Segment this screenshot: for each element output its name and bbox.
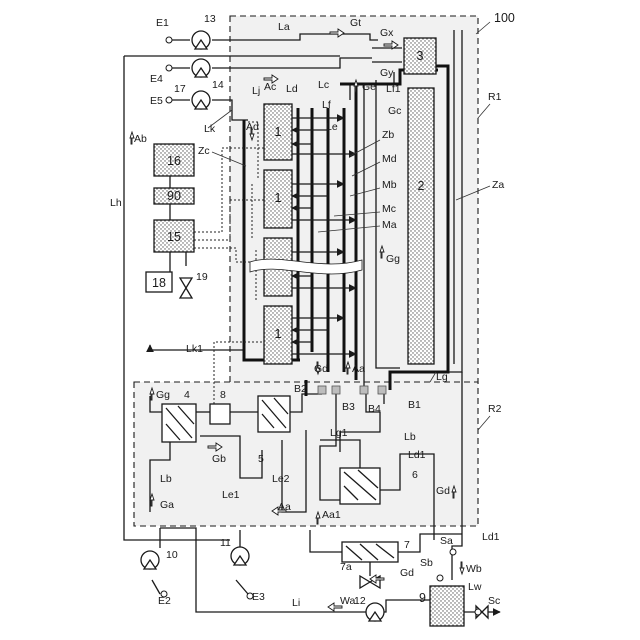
label-mc: Mc [382,203,396,215]
label-aa2: Aa [278,501,291,513]
label-le: Le [326,121,338,133]
label-ctrl15: 15 [167,230,181,244]
label-li: Li [292,597,300,609]
label-gy: Gy [380,67,394,79]
label-lb2: Lb [160,473,172,485]
label-la: La [278,21,290,33]
label-lb: Lb [404,431,416,443]
label-mb: Mb [382,179,397,191]
label-tank: 9 [419,591,426,605]
label-unit17: 17 [174,83,186,95]
label-wb: Wb [466,563,482,575]
label-p11: 11 [220,537,231,549]
label-gd: Gd [314,363,328,375]
label-gd3: Gd [400,567,414,579]
control-boxes: 16 90 15 18 [146,144,194,298]
label-p14: 14 [212,79,224,91]
label-combustor: 3 [417,49,424,63]
sensor-b3 [332,386,340,394]
label-p13: 13 [204,13,216,25]
sensor-b4 [360,386,368,394]
sensor-b1 [378,386,386,394]
label-ab: Ab [134,133,147,145]
label-aa: Aa [352,363,365,375]
sensor-sb [437,575,443,581]
label-lk: Lk [204,123,216,135]
label-1: R2 [488,403,502,415]
sensor-sc [475,609,481,615]
valve-19 [180,278,192,298]
label-p10: 10 [166,549,178,561]
label-e5: E5 [150,95,163,107]
label-b3: B3 [342,401,355,413]
label-md: Md [382,153,397,165]
label-ld: Ld [286,83,298,95]
label-zb: Zb [382,129,394,141]
label-valve7a: 7a [340,561,352,573]
label-sb: Sb [420,557,433,569]
label-e4: E4 [150,73,163,85]
label-b1: B1 [408,399,421,411]
label-gg: Gg [386,253,400,265]
label-aa1: Aa1 [322,509,341,521]
label-reformer: 2 [418,179,425,193]
label-b4: B4 [368,403,381,415]
label-sa: Sa [440,535,453,547]
label-lh: Lh [110,197,122,209]
label-ma: Ma [382,219,397,231]
tank-9 [430,586,464,626]
label-hx7: 7 [404,539,410,551]
label-lk1: Lk1 [186,343,203,355]
label-le2: Le2 [272,473,290,485]
label-ad: Ad [246,121,259,133]
label-cell-1: 1 [275,125,282,139]
sensor-sa [450,549,456,555]
label-unit19: 19 [196,271,208,283]
label-lc: Lc [318,79,329,91]
label-gt: Gt [350,17,361,29]
label-e3: E3 [252,591,265,603]
label-ld1: Ld1 [408,449,426,461]
label-unit8: 8 [220,389,226,401]
label-gg2: Gg [156,389,170,401]
label-gc: Gc [388,105,401,117]
label-gx: Gx [380,27,394,39]
label-system-ref: 100 [494,11,515,25]
label-lg: Lg [436,371,448,383]
hx-7 [342,542,398,562]
label-cell-1: 1 [275,327,282,341]
label-ga: Ga [160,499,174,511]
label-gd2: Gd [436,485,450,497]
label-zc: Zc [198,145,210,157]
label-lf: Lf [322,99,331,111]
label-e1: E1 [156,17,169,29]
label-hx6: 6 [412,469,418,481]
label-b2: B2 [294,383,307,395]
label-0: R1 [488,91,502,103]
unit-8 [210,404,230,424]
label-ld1b: Ld1 [482,531,500,543]
label-sc: Sc [488,595,500,607]
label-ctrl16: 16 [167,154,181,168]
label-le1: Le1 [222,489,240,501]
label-e2: E2 [158,595,171,607]
label-ac: Ac [264,81,276,93]
label-unit18: 18 [152,276,166,290]
label-lf1: Lf1 [386,83,401,95]
reformer-2 [408,88,434,364]
label-hx4: 4 [184,389,190,401]
sensor-b2 [318,386,326,394]
label-lg1: Lg1 [330,427,348,439]
label-lj: Lj [252,85,260,97]
label-p12: 12 [354,595,366,607]
label-za: Za [492,179,504,191]
label-unit90: 90 [167,189,181,203]
label-hx5: 5 [258,453,264,465]
label-ge: Ge [362,81,376,93]
label-lw: Lw [468,581,482,593]
label-gb: Gb [212,453,226,465]
label-cell-1: 1 [275,191,282,205]
